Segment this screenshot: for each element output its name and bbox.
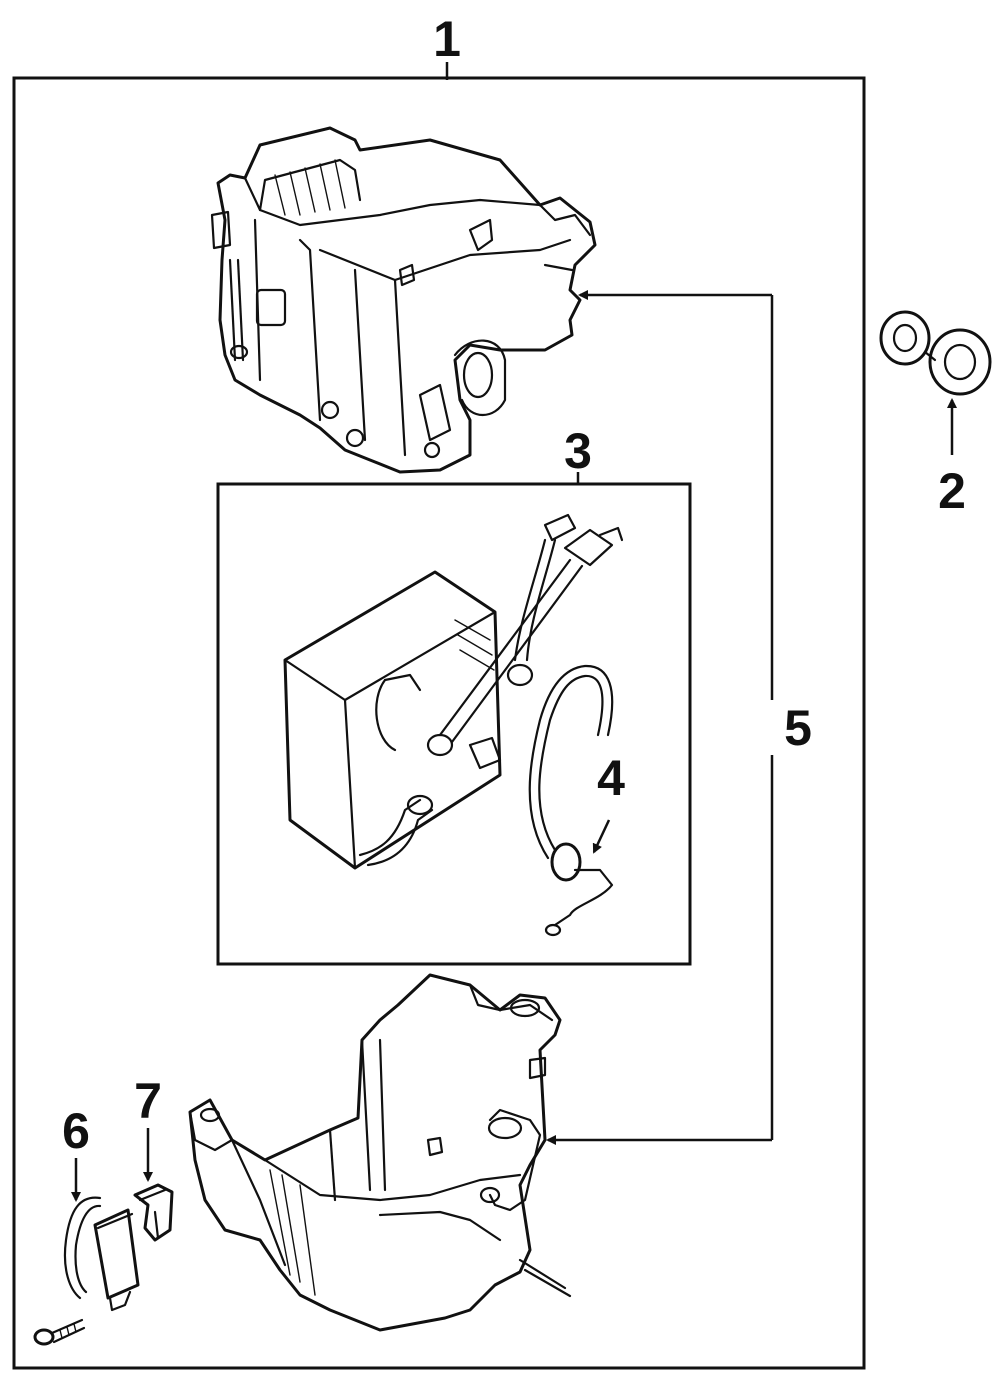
callout-2: 2: [938, 463, 966, 519]
assembly-frame: [12, 62, 866, 1370]
lower-case: [188, 973, 572, 1332]
callout-4: 4: [597, 750, 625, 806]
expansion-valve-tube: [528, 664, 614, 937]
upper-case: [210, 126, 597, 474]
screw: [33, 1318, 86, 1346]
grommet: [879, 310, 992, 455]
callout-5: 5: [784, 700, 812, 756]
refrigerant-tubes: [426, 513, 624, 757]
evaporator-core: [283, 570, 502, 870]
callout-7: 7: [134, 1073, 162, 1129]
case-seal-leader: [546, 290, 774, 1145]
clip: [133, 1128, 174, 1242]
evaporator-subassembly-frame: [216, 472, 692, 966]
callout-1: 1: [433, 11, 461, 67]
callout-3: 3: [564, 423, 592, 479]
resistor: [63, 1158, 140, 1312]
callout-6: 6: [62, 1103, 90, 1159]
